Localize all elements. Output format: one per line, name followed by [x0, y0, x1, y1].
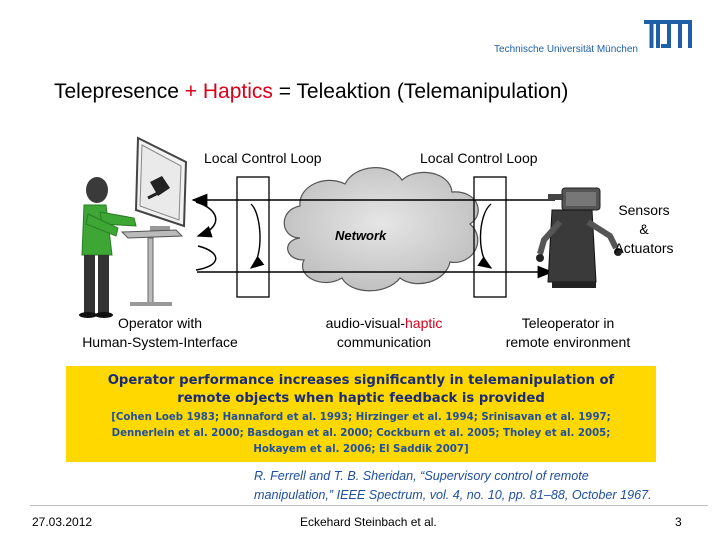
- robot-icon: [536, 187, 622, 288]
- operator-command-curve: [195, 245, 217, 271]
- institution-name: Technische Universität München: [494, 44, 638, 55]
- highlight-line-1: Operator performance increases significa…: [107, 373, 615, 388]
- teleoperator-line-2: remote environment: [505, 334, 631, 350]
- citation: R. Ferrell and T. B. Sheridan, “Supervis…: [254, 467, 724, 505]
- footer-divider: [30, 505, 708, 506]
- communication-label: audio-visual-haptic communication: [290, 314, 478, 352]
- highlight-line-2: remote objects when haptic feedback is p…: [177, 391, 545, 406]
- operator-feedback-curve: [195, 201, 217, 238]
- slide-title: Telepresence + Haptics = Teleaktion (Tel…: [54, 80, 568, 104]
- desk-icon: [120, 229, 184, 306]
- highlight-references: [Cohen Loeb 1983; Hannaford et al. 1993;…: [66, 410, 656, 458]
- local-loop-arc-left: [249, 203, 265, 269]
- sensors-line-1: Sensors: [618, 202, 670, 218]
- operator-line-1: Operator with: [117, 315, 203, 331]
- reference-line-2: Dennerlein et al. 2000; Basdogan et al. …: [111, 428, 611, 439]
- operator-line-2: Human-System-Interface: [82, 334, 238, 350]
- teleoperator-line-1: Teleoperator in: [521, 315, 615, 331]
- local-loop-arc-right: [477, 203, 493, 269]
- sensors-line-2: &: [639, 221, 649, 237]
- local-loop-box-left: [236, 176, 270, 298]
- communication-prefix: audio-visual-: [325, 315, 405, 331]
- communication-haptic: haptic: [405, 315, 443, 331]
- highlight-box: [66, 366, 656, 462]
- monitor-icon: [134, 136, 188, 232]
- network-cloud: [283, 167, 479, 292]
- network-label: Network: [335, 228, 387, 243]
- citation-line-1: R. Ferrell and T. B. Sheridan, “Supervis…: [254, 469, 589, 483]
- citation-line-2: manipulation,” IEEE Spectrum, vol. 4, no…: [254, 488, 652, 502]
- local-loop-label-right: Local Control Loop: [420, 150, 538, 166]
- sensors-actuators-label: Sensors & Actuators: [606, 201, 682, 258]
- footer-page-number: 3: [675, 515, 682, 529]
- communication-line-2: communication: [336, 334, 432, 350]
- title-haptics: + Haptics: [184, 80, 273, 103]
- footer-date: 27.03.2012: [32, 515, 93, 529]
- reference-line-1: [Cohen Loeb 1983; Hannaford et al. 1993;…: [111, 412, 611, 423]
- local-loop-label-left: Local Control Loop: [204, 150, 322, 166]
- operator-label: Operator with Human-System-Interface: [60, 314, 260, 352]
- local-loop-box-right: [473, 176, 507, 298]
- reference-line-3: Hokayem et al. 2006; El Saddik 2007]: [253, 444, 469, 455]
- highlight-statement: Operator performance increases significa…: [66, 372, 656, 408]
- operator-figure: [79, 177, 137, 318]
- footer-author: Eckehard Steinbach et al.: [300, 515, 437, 529]
- sensors-line-3: Actuators: [614, 240, 674, 256]
- tum-logo: [644, 20, 692, 48]
- title-part-1: Telepresence: [54, 80, 185, 103]
- title-part-3: = Teleaktion (Telemanipulation): [272, 80, 569, 103]
- teleoperator-label: Teleoperator in remote environment: [486, 314, 650, 352]
